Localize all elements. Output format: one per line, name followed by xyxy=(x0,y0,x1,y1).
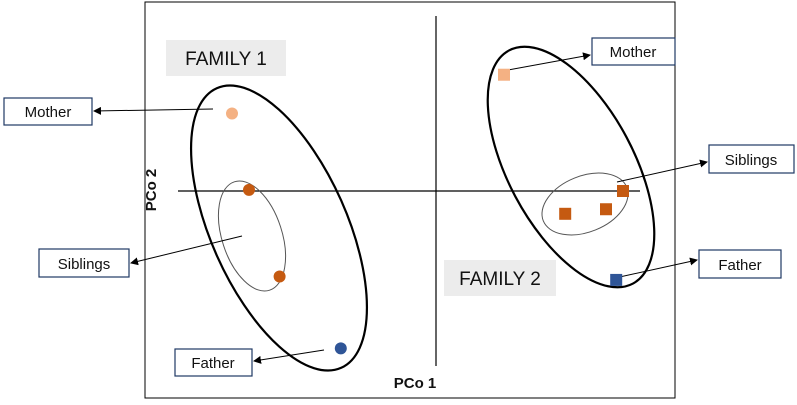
family-2-father-arrow xyxy=(614,257,698,279)
y-axis-label: PCo 2 xyxy=(143,169,160,212)
family-2-father-point xyxy=(610,273,623,286)
family-1-mother-arrow xyxy=(93,106,214,115)
family-2-ellipse xyxy=(486,45,656,289)
family-1-sibling-point xyxy=(243,183,255,196)
family-1-ellipse xyxy=(189,84,369,372)
family-2-mother-point xyxy=(498,68,510,81)
family-2-sibling-point xyxy=(559,207,572,220)
family-2-sibling-point xyxy=(617,185,629,197)
family-2-label: FAMILY 2 xyxy=(459,269,541,290)
callout-mother-text: Mother xyxy=(25,104,72,121)
data-points xyxy=(226,68,629,355)
family-1-father-arrow xyxy=(253,349,325,364)
callout-family-1-mother: Mother xyxy=(3,97,93,126)
callout-family-2-mother: Mother xyxy=(591,37,676,66)
callout-family-1-father: Father xyxy=(174,348,253,377)
callout-siblings-text: Siblings xyxy=(725,152,778,169)
family-1-label: FAMILY 1 xyxy=(185,49,267,70)
family-2-label-box xyxy=(444,260,556,296)
family-1-mother-point xyxy=(226,107,238,120)
callout-father-text: Father xyxy=(191,355,234,372)
callout-family-1-siblings: Siblings xyxy=(38,248,130,278)
callout-siblings-text: Siblings xyxy=(58,256,111,273)
callout-father-text: Father xyxy=(718,257,761,274)
family-1-father-point xyxy=(334,342,347,355)
x-axis-label: PCo 1 xyxy=(394,375,437,392)
family-1-sibling-point xyxy=(273,270,286,283)
family-2-siblings-arrow xyxy=(616,159,708,183)
callout-family-2-father: Father xyxy=(698,249,782,279)
family-1-siblings-arrow xyxy=(130,235,243,266)
family-2-mother-arrow xyxy=(507,52,591,71)
callout-family-2-siblings: Siblings xyxy=(708,144,795,174)
family-1-siblings-ellipse xyxy=(217,180,287,292)
family-2-sibling-point xyxy=(600,203,612,216)
family-1-label-box xyxy=(166,40,286,76)
callout-mother-text: Mother xyxy=(610,44,657,61)
